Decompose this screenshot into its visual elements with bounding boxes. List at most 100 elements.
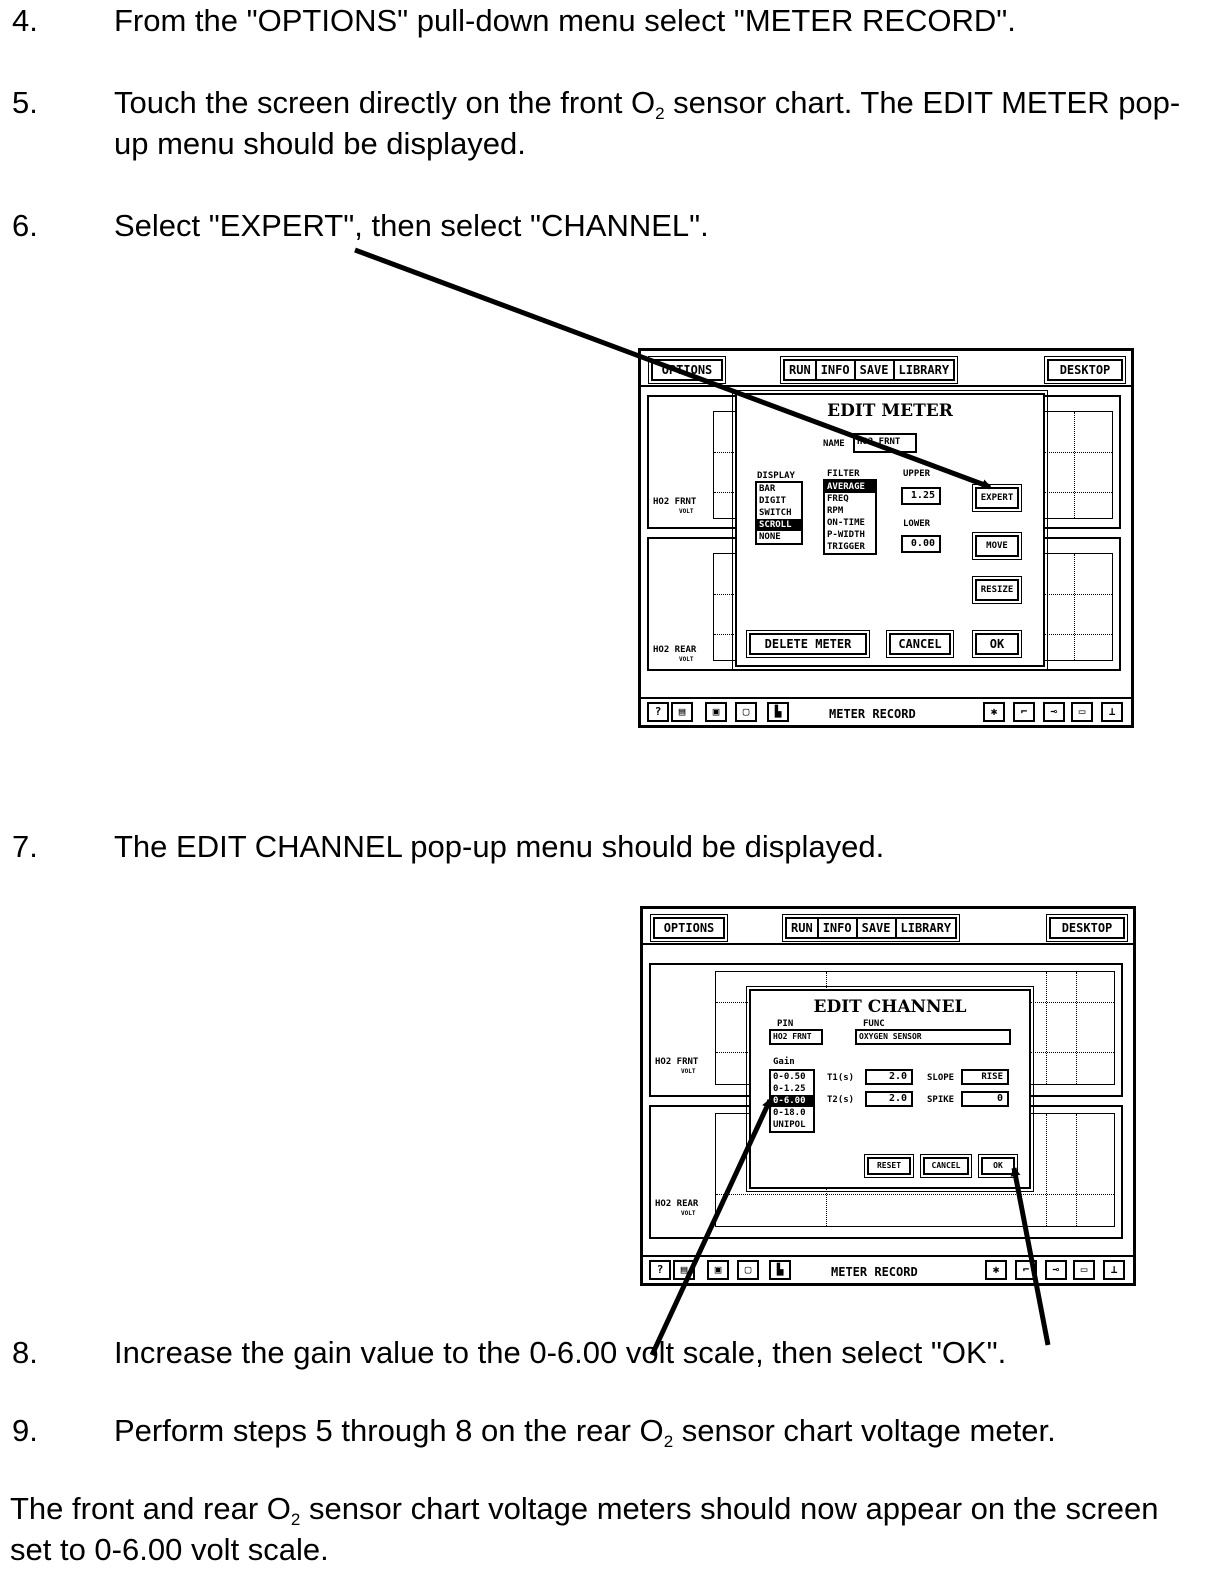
desktop-button[interactable]: DESKTOP	[1046, 914, 1128, 942]
library-button[interactable]: LIBRARY	[900, 921, 952, 935]
options-button[interactable]: OPTIONS	[648, 356, 726, 384]
resize-button[interactable]: RESIZE	[972, 576, 1022, 604]
monitor-icon[interactable]: ▣	[707, 1260, 729, 1280]
gear-icon[interactable]: ✱	[983, 702, 1005, 722]
step-text: Increase the gain value to the 0-6.00 vo…	[114, 1335, 1007, 1370]
run-toolbar: RUN INFO SAVE LIBRARY	[779, 356, 959, 384]
ok-button[interactable]: OK	[972, 630, 1022, 658]
edit-channel-screenshot: OPTIONS RUN INFO SAVE LIBRARY DESKTOP HO…	[640, 906, 1136, 1286]
meter-label: HO2 FRNT	[655, 1057, 699, 1067]
delete-meter-button[interactable]: DELETE METER	[746, 630, 870, 658]
name-field[interactable]: HO2 FRNT	[853, 433, 917, 453]
bottom-bar: ? ▤ ▣ ▢ ▙ METER RECORD ✱ ⌐ ⊸ ▭ ⊥	[641, 697, 1131, 725]
spike-label: SPIKE	[927, 1095, 955, 1105]
step-6: 6. Select "EXPERT", then select "CHANNEL…	[0, 205, 1216, 250]
step-text: Touch the screen directly on the front O…	[114, 85, 1181, 161]
func-field[interactable]: OXYGEN SENSOR	[855, 1029, 1011, 1045]
t1-field[interactable]: 2.0	[865, 1069, 913, 1085]
lower-field[interactable]: 0.00	[901, 535, 941, 553]
info-button[interactable]: INFO	[819, 919, 858, 937]
options-button[interactable]: OPTIONS	[650, 914, 728, 942]
status-title: METER RECORD	[829, 707, 916, 721]
step-number: 4.	[12, 3, 38, 38]
monitor-icon[interactable]: ▣	[705, 702, 727, 722]
filter-list[interactable]: AVERAGE FREQ RPM ON-TIME P-WIDTH TRIGGER	[823, 479, 877, 555]
lower-label: LOWER	[903, 519, 931, 529]
step-text: Select "EXPERT", then select "CHANNEL".	[114, 208, 709, 243]
t2-field[interactable]: 2.0	[865, 1091, 913, 1107]
chart-icon[interactable]: ▢	[737, 1260, 759, 1280]
arrow-to-ok	[1010, 1166, 1051, 1346]
save-button[interactable]: SAVE	[856, 361, 895, 379]
step-number: 7.	[12, 829, 38, 864]
meter-label: HO2 REAR	[653, 645, 697, 655]
step-text: Perform steps 5 through 8 on the rear O2…	[114, 1413, 1056, 1451]
upper-label: UPPER	[903, 469, 931, 479]
battery-icon[interactable]: ▭	[1071, 702, 1093, 722]
ok-button[interactable]: OK	[978, 1154, 1018, 1178]
desktop-button[interactable]: DESKTOP	[1044, 356, 1126, 384]
upper-field[interactable]: 1.25	[901, 487, 941, 505]
step-7: 7. The EDIT CHANNEL pop-up menu should b…	[0, 826, 1216, 871]
step-4: 4. From the "OPTIONS" pull-down menu sel…	[0, 0, 1216, 45]
step-8: 8. Increase the gain value to the 0-6.00…	[0, 1332, 1216, 1377]
name-label: NAME	[823, 439, 845, 449]
top-bar: OPTIONS RUN INFO SAVE LIBRARY DESKTOP	[641, 351, 1131, 387]
cancel-button[interactable]: CANCEL	[886, 630, 954, 658]
step-text: The EDIT CHANNEL pop-up menu should be d…	[114, 829, 885, 864]
display-list[interactable]: BAR DIGIT SWITCH SCROLL NONE	[755, 481, 803, 545]
save-button[interactable]: SAVE	[858, 919, 897, 937]
meter-unit: VOLT	[679, 656, 694, 663]
step-number: 6.	[12, 208, 38, 243]
step-number: 5.	[12, 85, 38, 120]
meter-label: HO2 REAR	[655, 1199, 699, 1209]
probe-icon[interactable]: ⊸	[1045, 1260, 1067, 1280]
popup-title: EDIT METER	[827, 401, 953, 421]
chart-icon[interactable]: ▢	[735, 702, 757, 722]
expert-button[interactable]: EXPERT	[972, 484, 1022, 512]
step-5: 5. Touch the screen directly on the fron…	[0, 82, 1216, 172]
run-toolbar: RUN INFO SAVE LIBRARY	[781, 914, 961, 942]
battery-icon[interactable]: ▭	[1073, 1260, 1095, 1280]
printer-icon[interactable]: ▤	[671, 702, 693, 722]
spike-field[interactable]: 0	[961, 1091, 1009, 1107]
vehicle-icon[interactable]: ▙	[767, 702, 789, 722]
vehicle-icon[interactable]: ▙	[769, 1260, 791, 1280]
scope-icon[interactable]: ⊥	[1101, 702, 1123, 722]
library-button[interactable]: LIBRARY	[898, 363, 950, 377]
step-number: 9.	[12, 1413, 38, 1448]
step-9: 9. Perform steps 5 through 8 on the rear…	[0, 1410, 1216, 1455]
reset-button[interactable]: RESET	[864, 1154, 914, 1178]
pin-field[interactable]: HO2 FRNT	[769, 1029, 823, 1045]
meter-unit: VOLT	[681, 1210, 696, 1217]
top-bar: OPTIONS RUN INFO SAVE LIBRARY DESKTOP	[643, 909, 1133, 945]
slope-label: SLOPE	[927, 1073, 955, 1083]
run-button[interactable]: RUN	[787, 919, 819, 937]
help-icon[interactable]: ?	[647, 702, 669, 722]
step-number: 8.	[12, 1335, 38, 1370]
scope-icon[interactable]: ⊥	[1103, 1260, 1125, 1280]
cancel-button[interactable]: CANCEL	[920, 1154, 972, 1178]
step-text: From the "OPTIONS" pull-down menu select…	[114, 3, 1016, 38]
popup-title: EDIT CHANNEL	[813, 997, 967, 1017]
t2-label: T2(s)	[827, 1095, 855, 1105]
plug-icon[interactable]: ⌐	[1013, 702, 1035, 722]
pin-label: PIN	[777, 1019, 794, 1029]
edit-channel-popup: EDIT CHANNEL PIN HO2 FRNT FUNC OXYGEN SE…	[746, 986, 1034, 1192]
slope-field[interactable]: RISE	[961, 1069, 1009, 1085]
func-label: FUNC	[863, 1019, 885, 1029]
gain-label: Gain	[773, 1057, 795, 1067]
edit-meter-screenshot: OPTIONS RUN INFO SAVE LIBRARY DESKTOP HO…	[638, 348, 1134, 728]
info-button[interactable]: INFO	[817, 361, 856, 379]
probe-icon[interactable]: ⊸	[1043, 702, 1065, 722]
help-icon[interactable]: ?	[649, 1260, 671, 1280]
arrow-to-gain	[649, 1098, 773, 1357]
move-button[interactable]: MOVE	[972, 532, 1022, 560]
run-button[interactable]: RUN	[785, 361, 817, 379]
edit-meter-popup: EDIT METER NAME HO2 FRNT DISPLAY BAR DIG…	[732, 390, 1048, 670]
arrow-to-expert	[354, 247, 992, 490]
t1-label: T1(s)	[827, 1073, 855, 1083]
status-title: METER RECORD	[831, 1265, 918, 1279]
gear-icon[interactable]: ✱	[985, 1260, 1007, 1280]
